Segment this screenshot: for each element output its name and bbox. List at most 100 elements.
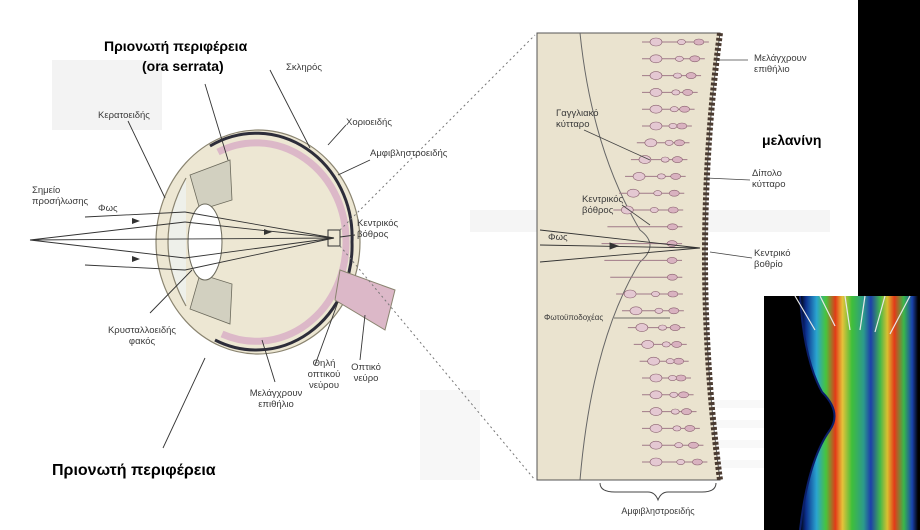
fovea-label-line1: Κεντρικός — [357, 218, 398, 229]
bipolar-cell-label-line1: Δίπολο — [752, 168, 782, 179]
photoreceptor-cell — [679, 392, 689, 398]
bipolar-cell — [675, 56, 683, 61]
ganglion-cell — [650, 105, 662, 113]
focal-point-label-line2: προσήλωσης — [32, 196, 88, 207]
optic-disc-label-line2: οπτικού — [304, 369, 344, 380]
bipolar-cell — [662, 342, 670, 347]
ganglion-cell — [650, 88, 662, 96]
optic-nerve-label-line1: Οπτικό — [346, 362, 386, 373]
ora-serrata-title: Πριονωτή περιφέρεια — [104, 38, 247, 54]
photoreceptor-cell — [686, 73, 696, 79]
sclera — [156, 130, 360, 354]
ganglion-cell — [648, 357, 660, 365]
photoreceptor-cell — [688, 442, 698, 448]
ganglion-cell — [650, 55, 662, 63]
choroid-label: Χοριοειδής — [346, 117, 392, 128]
photoreceptor-cell — [669, 308, 679, 314]
bipolar-cell — [657, 174, 665, 179]
bipolar-cell — [669, 123, 677, 128]
bipolar-cell — [650, 207, 658, 212]
ganglion-cell — [650, 424, 662, 432]
bipolar-cell — [674, 73, 682, 78]
sclera-label: Σκληρός — [286, 62, 322, 73]
bipolar-cell — [677, 459, 685, 464]
ganglion-cell — [633, 172, 645, 180]
ora-serrata-subtitle: (ora serrata) — [142, 58, 224, 74]
bipolar-cell — [675, 443, 683, 448]
rpe-label-line2: επιθήλιο — [240, 399, 312, 410]
bipolar-cell-label-line2: κύτταρο — [752, 179, 786, 190]
optic-nerve-label-line2: νεύρο — [346, 373, 386, 384]
bipolar-cell — [677, 39, 685, 44]
photoreceptor-cell — [669, 190, 679, 196]
ganglion-cell — [630, 307, 642, 315]
bipolar-cell — [666, 359, 674, 364]
bipolar-cell — [670, 107, 678, 112]
ora-serrata-bottom-label: Πριονωτή περιφέρεια — [52, 462, 216, 480]
photoreceptor-cell — [668, 207, 678, 213]
photoreceptor-label: Φωτοϋποδοχέας — [544, 312, 603, 323]
ganglion-cell-label-line1: Γαγγλιακό — [556, 108, 599, 119]
detail-fovea-label-line2: βόθρος — [582, 205, 613, 216]
photoreceptor-cell — [674, 140, 684, 146]
detail-rpe-label-line1: Μελάγχρουν — [754, 53, 807, 64]
ganglion-cell-label-line2: κύτταρο — [556, 119, 590, 130]
photoreceptor-cell — [670, 325, 680, 331]
fovea-label-line2: βόθρος — [357, 229, 388, 240]
focal-point-label-line1: Σημείο — [32, 185, 60, 196]
photoreceptor-cell — [690, 56, 700, 62]
bipolar-cell — [658, 325, 666, 330]
ganglion-cell — [627, 189, 639, 197]
photoreceptor-cell — [683, 89, 693, 95]
foveola-label-line1: Κεντρικό — [754, 248, 791, 259]
detail-fovea-label-line1: Κεντρικός — [582, 194, 623, 205]
bipolar-cell — [673, 426, 681, 431]
bipolar-cell — [668, 375, 676, 380]
ganglion-cell — [650, 458, 662, 466]
photoreceptor-cell — [682, 409, 692, 415]
detail-rpe-label-line2: επιθήλιο — [754, 64, 790, 75]
photoreceptor-cell — [680, 106, 690, 112]
oct-scan — [764, 296, 920, 530]
photoreceptor-cell — [672, 341, 682, 347]
photoreceptor-cell — [674, 358, 684, 364]
bipolar-cell — [652, 291, 660, 296]
ganglion-cell — [650, 391, 662, 399]
bipolar-cell — [665, 140, 673, 145]
ganglion-cell — [650, 441, 662, 449]
photoreceptor-cell — [677, 123, 687, 129]
photoreceptor-cell — [671, 173, 681, 179]
light-label: Φως — [98, 203, 118, 214]
ganglion-cell — [645, 139, 657, 147]
photoreceptor-cell — [667, 224, 677, 230]
photoreceptor-cell — [668, 291, 678, 297]
bipolar-cell — [654, 191, 662, 196]
photoreceptor-cell — [672, 157, 682, 163]
ganglion-cell — [650, 408, 662, 416]
detail-background — [537, 33, 720, 480]
ganglion-cell — [636, 324, 648, 332]
bipolar-cell — [661, 157, 669, 162]
retina-label: Αμφιβληστροειδής — [370, 148, 447, 159]
ganglion-cell — [642, 340, 654, 348]
ganglion-cell — [624, 290, 636, 298]
bipolar-cell — [671, 409, 679, 414]
rpe-label-line1: Μελάγχρουν — [240, 388, 312, 399]
ganglion-cell — [621, 206, 633, 214]
bipolar-cell — [672, 90, 680, 95]
detail-retina-label: Αμφιβληστροειδής — [600, 506, 716, 517]
photoreceptor-cell — [667, 274, 677, 280]
lens-label-line2: φακός — [96, 336, 188, 347]
cornea-label: Κερατοειδής — [98, 110, 150, 121]
ganglion-cell — [650, 72, 662, 80]
photoreceptor-cell — [694, 39, 704, 45]
photoreceptor-cell — [692, 459, 702, 465]
photoreceptor-cell — [676, 375, 686, 381]
detail-light-label: Φως — [548, 232, 568, 243]
photoreceptor-cell — [667, 257, 677, 263]
ganglion-cell — [650, 122, 662, 130]
bipolar-cell — [655, 308, 663, 313]
foveola-label-line2: βοθρίο — [754, 259, 783, 270]
melanin-label: μελανίνη — [762, 132, 821, 148]
optic-disc-label-line3: νεύρου — [304, 380, 344, 391]
